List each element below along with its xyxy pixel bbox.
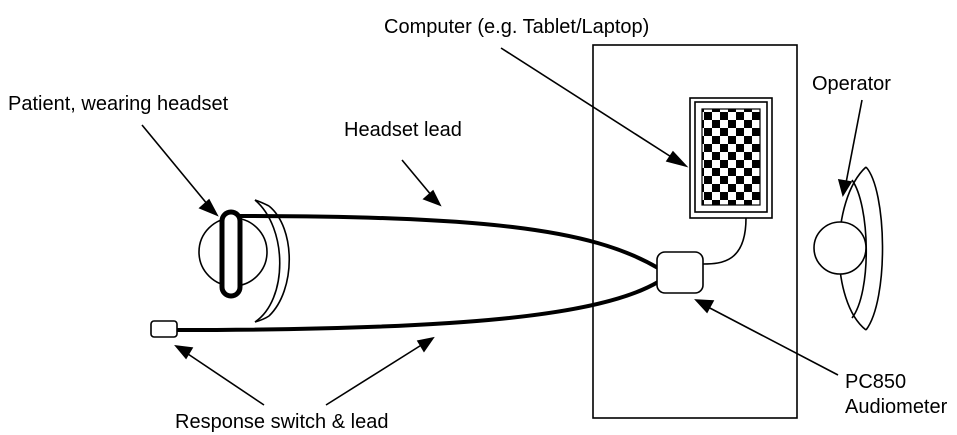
- patient-icon: [198, 199, 291, 323]
- operator-arrowhead: [837, 179, 853, 198]
- operator-icon: [813, 166, 884, 331]
- response-switch-arrowhead: [174, 344, 194, 360]
- patient-arrowhead: [198, 198, 219, 217]
- audiometer-arrowhead: [694, 299, 715, 314]
- computer-audiometer-lead: [702, 217, 747, 265]
- computer-label: Computer (e.g. Tablet/Laptop): [384, 16, 649, 38]
- response-switch-arrow: [184, 351, 265, 406]
- operator-label: Operator: [812, 73, 891, 95]
- pointer-arrows: [141, 47, 863, 406]
- headset-icon: [219, 209, 243, 299]
- audiometer-label: Audiometer: [845, 396, 948, 418]
- response-switch-icon: [150, 320, 178, 338]
- headset-lead-arrow: [401, 159, 433, 197]
- audiometer-model-label: PC850: [845, 371, 906, 393]
- headset-lead: [231, 214, 660, 270]
- headset-lead-arrowhead: [422, 189, 442, 207]
- desk: [592, 44, 798, 419]
- audiometer-icon: [656, 251, 704, 294]
- patient-arrow: [141, 124, 209, 206]
- computer-arrowhead: [665, 150, 689, 168]
- patient-label: Patient, wearing headset: [8, 93, 229, 115]
- response-lead-arrow: [325, 343, 424, 406]
- operator-arrow: [845, 99, 863, 184]
- computer-arrow: [500, 47, 677, 161]
- response-switch-label: Response switch & lead: [175, 411, 388, 433]
- headset-lead-label: Headset lead: [344, 119, 462, 141]
- computer-icon: [689, 97, 773, 219]
- audiometer-arrow: [705, 305, 839, 376]
- response-lead-arrowhead: [416, 336, 435, 353]
- response-switch-lead: [175, 280, 660, 332]
